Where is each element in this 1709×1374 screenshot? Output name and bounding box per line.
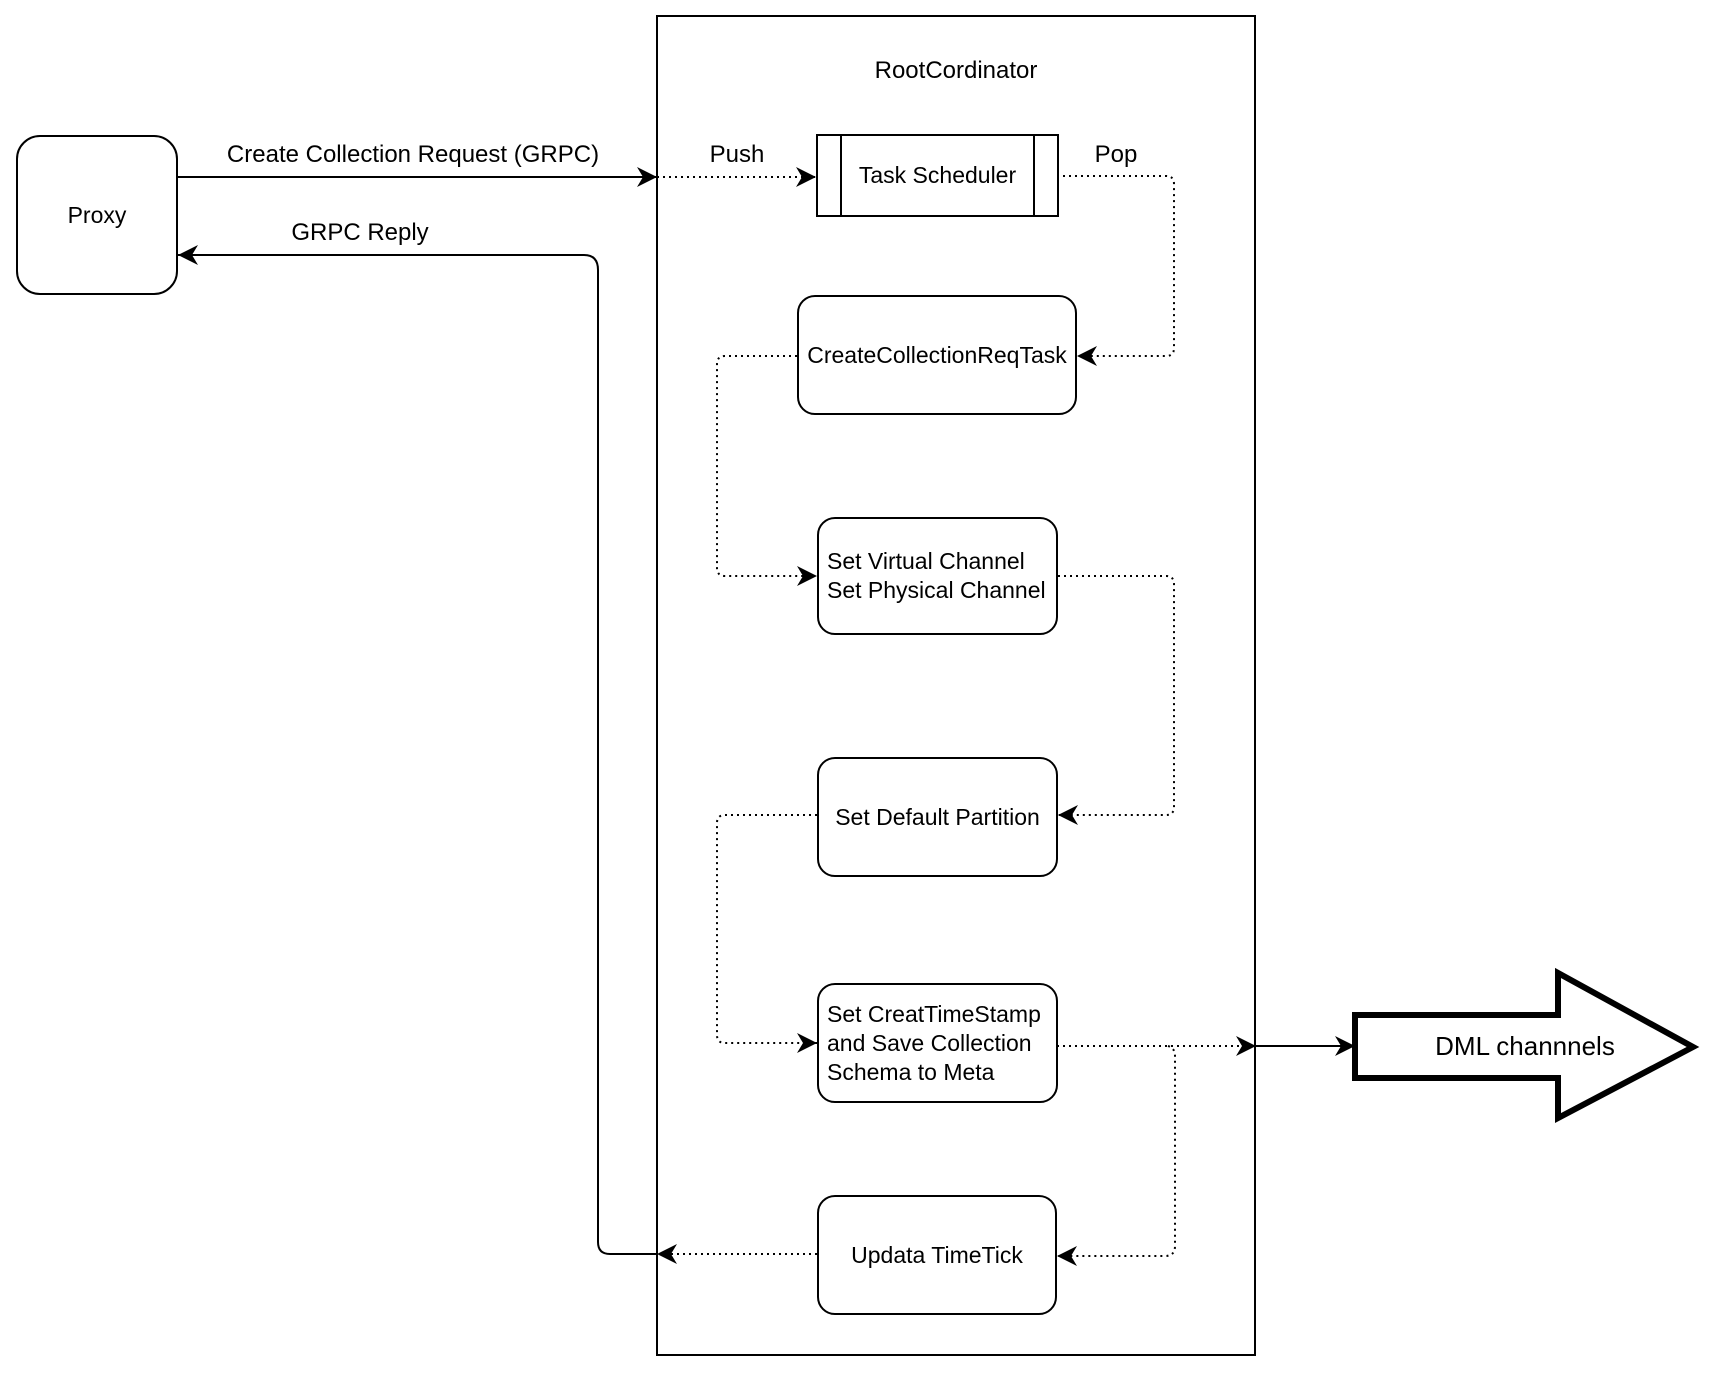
set-channels-line1: Set Virtual Channel	[827, 548, 1025, 574]
edge-label-grpc-reply: GRPC Reply	[291, 219, 429, 246]
set-default-partition-label: Set Default Partition	[835, 803, 1040, 830]
set-creat-timestamp-line1: Set CreatTimeStamp	[827, 1000, 1041, 1027]
node-create-collection-req-task: CreateCollectionReqTask	[797, 295, 1077, 415]
proxy-label: Proxy	[67, 201, 127, 228]
root-coordinator-container	[656, 15, 1256, 1356]
task-scheduler-label: Task Scheduler	[858, 162, 1017, 188]
dml-channels-arrow-shape	[1352, 967, 1700, 1123]
create-collection-req-task-label: CreateCollectionReqTask	[807, 341, 1067, 368]
set-channels-line2: Set Physical Channel	[827, 577, 1046, 603]
node-set-creat-timestamp: Set CreatTimeStamp and Save Collection S…	[817, 983, 1058, 1103]
node-set-channels: Set Virtual Channel Set Physical Channel	[817, 517, 1058, 635]
edge-label-create-collection-request: Create Collection Request (GRPC)	[226, 141, 600, 168]
edge-partition-to-timestamp	[716, 814, 817, 1053]
root-coordinator-title: RootCordinator	[874, 57, 1038, 84]
edge-grpc-reply	[178, 245, 656, 1255]
node-task-scheduler: Task Scheduler	[816, 134, 1059, 217]
task-scheduler-right-bar	[1033, 136, 1035, 215]
updata-timetick-label: Updata TimeTick	[851, 1241, 1023, 1268]
edge-label-push: Push	[709, 141, 765, 168]
node-set-default-partition: Set Default Partition	[817, 757, 1058, 877]
edge-reqtask-to-channels	[716, 355, 817, 586]
node-proxy: Proxy	[16, 135, 178, 295]
node-updata-timetick: Updata TimeTick	[817, 1195, 1057, 1315]
set-creat-timestamp-line2: and Save Collection	[827, 1029, 1032, 1056]
edge-label-pop: Pop	[1094, 141, 1138, 168]
set-creat-timestamp-line3: Schema to Meta	[827, 1058, 995, 1085]
edge-pop	[1057, 175, 1175, 366]
task-scheduler-left-bar	[840, 136, 842, 215]
dml-channels-label: DML channnels	[1435, 1031, 1615, 1061]
